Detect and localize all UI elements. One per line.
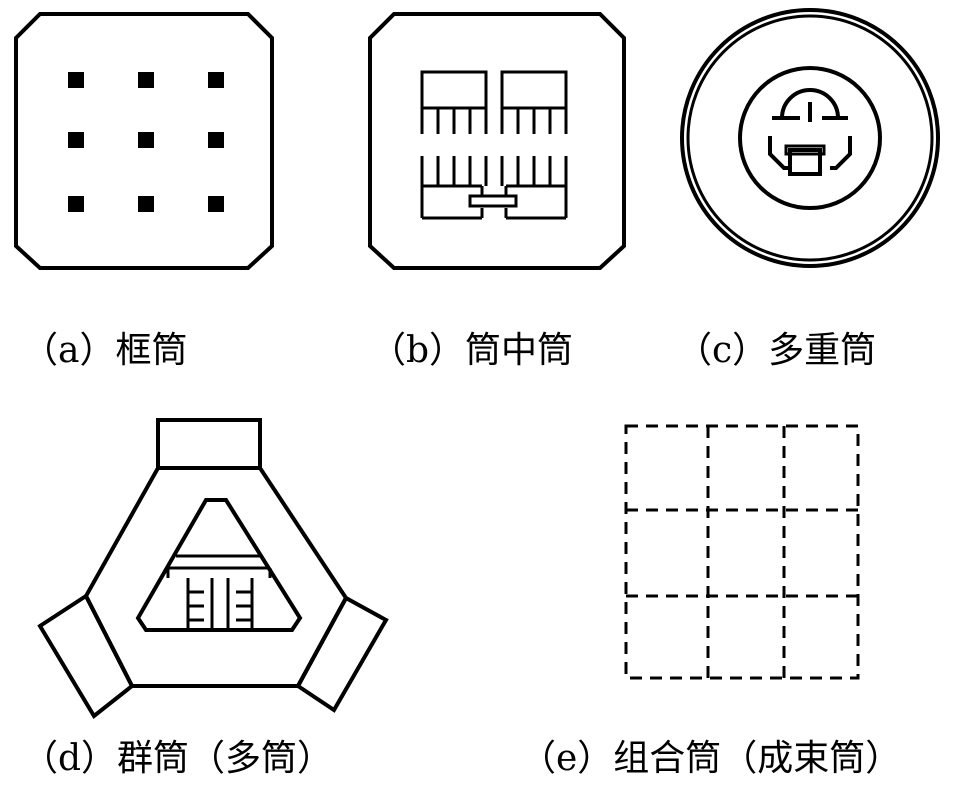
panel-b-tube-in-tube [368, 12, 626, 270]
outer-ring-inner [686, 14, 934, 262]
panel-a-frame-tube [14, 12, 274, 270]
panel-e-bundled-tube [624, 424, 860, 680]
column [138, 72, 154, 88]
outer-triangle-tube [83, 466, 349, 688]
inner-core [768, 88, 852, 176]
panel-d-group-tube [37, 418, 389, 719]
inner-triangle-tube [135, 498, 303, 632]
caption-d: （d）群筒（多筒） [22, 738, 333, 779]
bundle-outline [624, 424, 860, 680]
core-walls [166, 554, 272, 630]
top-wing-block [156, 418, 262, 470]
outer-ring [680, 8, 940, 268]
caption-e: （e）组合筒（成束筒） [520, 738, 901, 779]
column [138, 132, 154, 148]
frame-tube-outline [14, 12, 274, 270]
outer-tube-outline [368, 12, 626, 270]
column [68, 72, 84, 88]
column [68, 196, 84, 212]
column [138, 196, 154, 212]
caption-c: （c）多重筒 [676, 330, 876, 371]
column [208, 196, 224, 212]
column-grid [68, 72, 224, 212]
panel-c-multiple-tube [680, 8, 940, 268]
bottom-right-wing-block [295, 595, 389, 713]
column [68, 132, 84, 148]
middle-ring [738, 66, 882, 210]
column [208, 132, 224, 148]
caption-b: （b）筒中筒 [370, 330, 573, 371]
inner-core [420, 70, 568, 220]
caption-a: （a）框筒 [22, 330, 187, 371]
column [208, 72, 224, 88]
